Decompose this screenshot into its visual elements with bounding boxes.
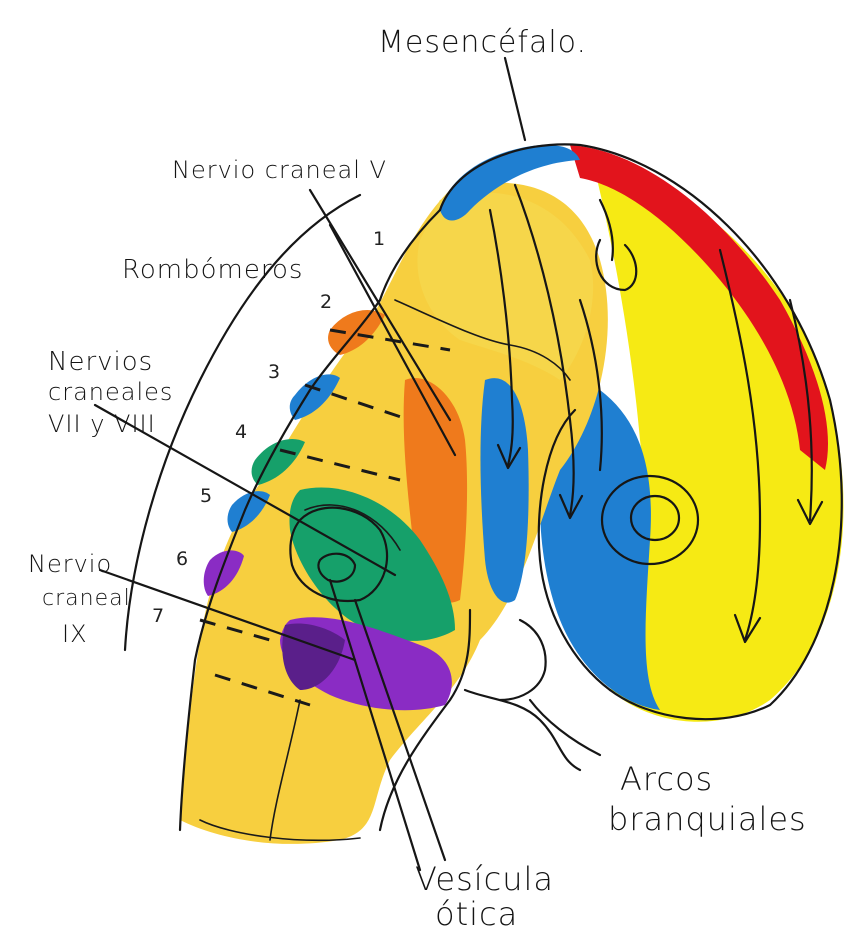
- label-arcos-1: Arcos: [620, 760, 713, 798]
- leader-arcos: [530, 700, 600, 755]
- rhombomere-number-2: 2: [320, 291, 332, 313]
- rhombomere-number-4: 4: [235, 421, 247, 443]
- label-nervios-craneales-2: craneales: [48, 378, 173, 406]
- pharynx-outline: [465, 690, 580, 770]
- label-nervio-ix-2: craneal: [42, 586, 131, 611]
- label-nervios-craneales-3: VII y VIII: [48, 410, 156, 438]
- label-nervio-craneal-v: Nervio craneal V: [172, 156, 387, 184]
- label-arcos-2: branquiales: [608, 800, 807, 838]
- rhombomere-number-7: 7: [152, 605, 164, 627]
- label-nervios-craneales-1: Nervios: [48, 347, 153, 377]
- label-nervio-ix-1: Nervio: [28, 550, 112, 578]
- rhombomere-number-1: 1: [373, 228, 385, 250]
- label-nervio-ix-3: IX: [62, 620, 88, 648]
- rhombomere-number-3: 3: [268, 361, 280, 383]
- arch-cleft-outline: [500, 620, 546, 700]
- leader-mesencefalo: [505, 58, 525, 140]
- label-vesicula-1: Vesícula: [415, 860, 554, 898]
- label-vesicula-2: ótica: [435, 895, 518, 933]
- label-rombomeros: Rombómeros: [122, 255, 303, 285]
- label-mesencefalo: Mesencéfalo.: [378, 25, 587, 60]
- blue-pharyngeal-arch: [480, 378, 528, 603]
- rhombomere-number-6: 6: [176, 548, 188, 570]
- hindbrain: [180, 145, 608, 844]
- rhombomere-number-5: 5: [200, 485, 212, 507]
